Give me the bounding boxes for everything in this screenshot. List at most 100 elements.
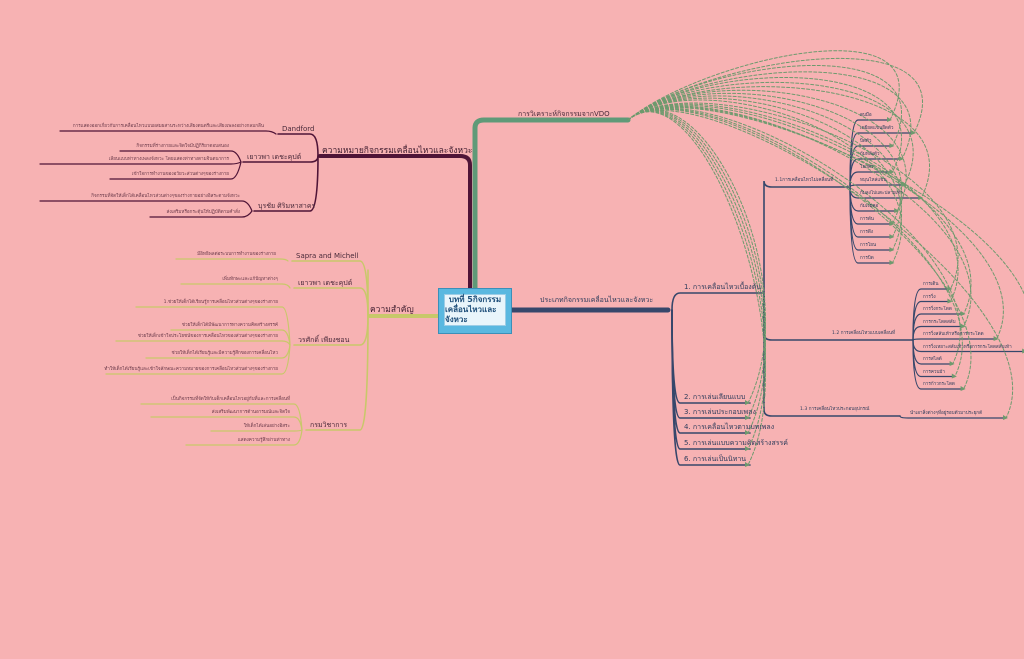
dashed-arrow xyxy=(627,105,972,327)
dashed-arrow xyxy=(627,108,963,377)
leaf-line xyxy=(210,429,303,432)
dashed-arrow xyxy=(627,89,907,212)
type-item-2[interactable]: 3. การเล่นประกอบเพลง xyxy=(684,408,756,416)
dashed-arrow xyxy=(627,97,902,251)
leaf-line xyxy=(899,415,1007,419)
arrowhead-icon xyxy=(993,336,999,341)
meaning-leaf[interactable]: การแสดงออกเกี่ยวกับการเคลื่อนไหวแบบผสมผส… xyxy=(72,124,264,129)
subtype-leaf[interactable]: โยกตัว xyxy=(860,165,874,170)
central-topic-line1: บทที่ 5กิจกรรม xyxy=(448,295,502,304)
dashed-arrow xyxy=(627,110,766,450)
subtype-label-0[interactable]: 1.1การเคลื่อนไหวไม่เคลื่อนที่ xyxy=(775,178,834,183)
type-item-5[interactable]: 6. การเล่นเป็นนิทาน xyxy=(684,455,747,463)
subtype-leaf[interactable]: การควบม้า xyxy=(923,369,946,375)
importance-leaf[interactable]: เพิ่มทักษะและแก้ปัญหาต่างๆ xyxy=(222,277,278,282)
dashed-arrow xyxy=(627,50,900,121)
type-item-1[interactable]: 2. การเล่นเลียนแบบ xyxy=(684,393,746,401)
type-line xyxy=(671,309,751,419)
dashed-arrow xyxy=(627,106,1004,340)
subtype-leaf[interactable]: การวิ่งเหยาะสลับเท้าหรือการกระโดดสลับเท้… xyxy=(923,344,1012,350)
branch-vdo-label[interactable]: การวิเคราะห์กิจกรรมจากVDO xyxy=(518,110,610,118)
meaning-leaf[interactable]: ส่งเสริมหรือกระตุ้นให้ปฏิบัติตามคำสั่ง xyxy=(166,210,240,215)
importance-leaf[interactable]: ช่วยให้เด็กได้เรียนรู้และมีความรู้สึกของ… xyxy=(171,351,278,356)
arrowhead-icon xyxy=(889,169,895,174)
leaf-line xyxy=(109,161,242,180)
meaning-leaf[interactable]: เข้าใจการทำงานของอวัยวะส่วนต่างๆของร่างก… xyxy=(131,172,229,177)
subtype-leaf[interactable]: บิดตัว xyxy=(860,139,872,144)
arrowhead-icon xyxy=(951,373,957,379)
subtype-leaf[interactable]: ตบมือ xyxy=(860,113,872,118)
subtype-label-1[interactable]: 1.2 การเคลื่อนไหวแบบเคลื่อนที่ xyxy=(832,331,896,336)
leaf-line xyxy=(115,340,291,346)
arrowhead-icon xyxy=(894,208,900,213)
type-item-4[interactable]: 5. การเล่นแบบความคิดสร้างสรรค์ xyxy=(684,439,788,447)
subtype-leaf[interactable]: การบิด xyxy=(860,256,874,261)
subtype-leaf[interactable]: หมุนไหล่แขน xyxy=(860,178,887,183)
importance-author-3[interactable]: กรมวิชาการ xyxy=(310,421,348,429)
subtype-leaf[interactable]: ก้มเงยคอ xyxy=(860,204,879,209)
importance-leaf[interactable]: เป็นกิจกรรมที่จัดให้กับเด็กเคลื่อนไหวอยู… xyxy=(171,397,290,402)
importance-leaf[interactable]: ส่งเสริมพัฒนาการด้านอารมณ์และจิตใจ xyxy=(211,410,290,415)
importance-author-1[interactable]: เยาวพา เดชะคุปต์ xyxy=(298,279,353,287)
leaf-line xyxy=(59,130,277,135)
subtype-leaf[interactable]: ก้มลงไปแตะปลายเท้า xyxy=(860,191,903,196)
arrowhead-icon xyxy=(960,311,966,316)
meaning-leaf[interactable]: กิจกรรมที่จัดให้เด็กได้เคลื่อนไหวส่วนต่า… xyxy=(91,194,240,199)
subtype-leaf[interactable]: ก้มหลังตัว xyxy=(860,152,880,157)
importance-author-2[interactable]: วรศักดิ์ เพียงชอน xyxy=(298,336,350,344)
dashed-arrow xyxy=(627,109,766,404)
type-line xyxy=(671,309,751,466)
leaf-line xyxy=(912,325,965,341)
arrowhead-icon xyxy=(889,247,895,252)
leaf-line xyxy=(849,171,893,188)
meaning-author-1[interactable]: เยาวพา เดชะคุปต์ xyxy=(247,153,302,161)
subtype-leaf[interactable]: การวิ่งสลับเท้าหรือการกระโดด xyxy=(923,332,984,337)
subtype-leaf[interactable]: การวิ่ง xyxy=(923,294,936,300)
meaning-leaf[interactable]: กิจกรรมที่ร่างกายและจิตใจมีปฏิกิริยาตอบส… xyxy=(136,144,229,149)
arrowhead-icon xyxy=(889,221,895,226)
type-item-3[interactable]: 4. การเคลื่อนไหวตามบทเพลง xyxy=(684,423,775,431)
arrowhead-icon xyxy=(889,260,895,265)
subtype-leaf[interactable]: การโยน xyxy=(860,243,877,248)
dashed-arrow xyxy=(627,109,1014,419)
importance-leaf[interactable]: ทำให้เด็กได้เรียนรู้และเข้าใจลักษณะความห… xyxy=(104,367,278,372)
importance-leaf[interactable]: 1.ช่วยให้เด็กได้เรียนรู้การเคลื่อนไหวส่ว… xyxy=(163,300,278,305)
leaf-line xyxy=(175,258,289,262)
branch-types-label[interactable]: ประเภทกิจกรรมเคลื่อนไหวและจังหวะ xyxy=(540,296,654,304)
arrowhead-icon xyxy=(745,430,750,435)
dashed-arrow xyxy=(627,103,959,302)
central-topic-line2: เคลื่อนไหวและจังหวะ xyxy=(445,305,497,324)
leaf-line xyxy=(912,339,965,390)
arrowhead-icon xyxy=(960,386,966,391)
subtype-leaf[interactable]: การเดิน xyxy=(923,282,939,287)
subtype-label-2[interactable]: 1.3 การเคลื่อนไหวประกอบอุปกรณ์ xyxy=(800,407,870,412)
importance-leaf[interactable]: แสดงความรู้สึกผ่านท่าทาง xyxy=(237,438,290,443)
subtype-leaf[interactable]: เหยียดแขนยืดตัว xyxy=(860,126,894,131)
subtype-leaf[interactable]: นำเอาสิ่งต่างๆที่อยู่รอบตัวมาประยุกต์ xyxy=(910,411,983,416)
subtype-leaf[interactable]: การก้าวกระโดด xyxy=(923,382,955,387)
meaning-leaf[interactable]: เลียนแบบท่าทางเพลงจังหวะ โดยแสดงท่าทางตา… xyxy=(108,157,229,162)
leaf-line xyxy=(185,429,303,446)
meaning-author-0[interactable]: Dandford xyxy=(282,125,315,133)
branch-importance-label[interactable]: ความสำคัญ xyxy=(370,305,414,315)
meaning-author-2[interactable]: บุรชัย ศิริมหาสาคร xyxy=(258,202,316,210)
subtype-leaf[interactable]: การดัน xyxy=(860,217,874,222)
subtype-leaf[interactable]: การดึง xyxy=(860,230,874,235)
type-line xyxy=(671,292,763,311)
subtype-leaf[interactable]: การสไลด์ xyxy=(923,357,942,362)
subtype-leaf[interactable]: การวิ่งกระโดด xyxy=(923,307,952,312)
type-item-0[interactable]: 1. การเคลื่อนไหวเบื้องต้น xyxy=(684,283,762,291)
branch-meaning-label[interactable]: ความหมายกิจกรรมเคลื่อนไหวและจังหวะ xyxy=(322,146,473,156)
leaf-line xyxy=(149,210,253,218)
central-topic[interactable]: บทที่ 5กิจกรรม เคลื่อนไหวและจังหวะ xyxy=(438,288,512,334)
importance-leaf[interactable]: มีอิทธิพลต่อระบบการทำงานของร่างกาย xyxy=(197,252,276,257)
arrowhead-icon xyxy=(745,400,750,405)
importance-author-0[interactable]: Sapra and Michell xyxy=(296,252,359,260)
dashed-arrow xyxy=(627,108,972,390)
importance-leaf[interactable]: ช่วยให้เด็กเข้าใจประโยชน์ของการเคลื่อนไห… xyxy=(137,334,278,339)
importance-leaf[interactable]: ให้เด็กได้เล่นอย่างอิสระ xyxy=(243,424,290,429)
subtype-leaf[interactable]: การกระโดดสลับ xyxy=(923,319,956,325)
importance-leaf[interactable]: ช่วยให้เด็กได้มีพัฒนาการทางความคิดสร้างส… xyxy=(181,323,278,328)
arrowhead-icon xyxy=(899,156,904,161)
